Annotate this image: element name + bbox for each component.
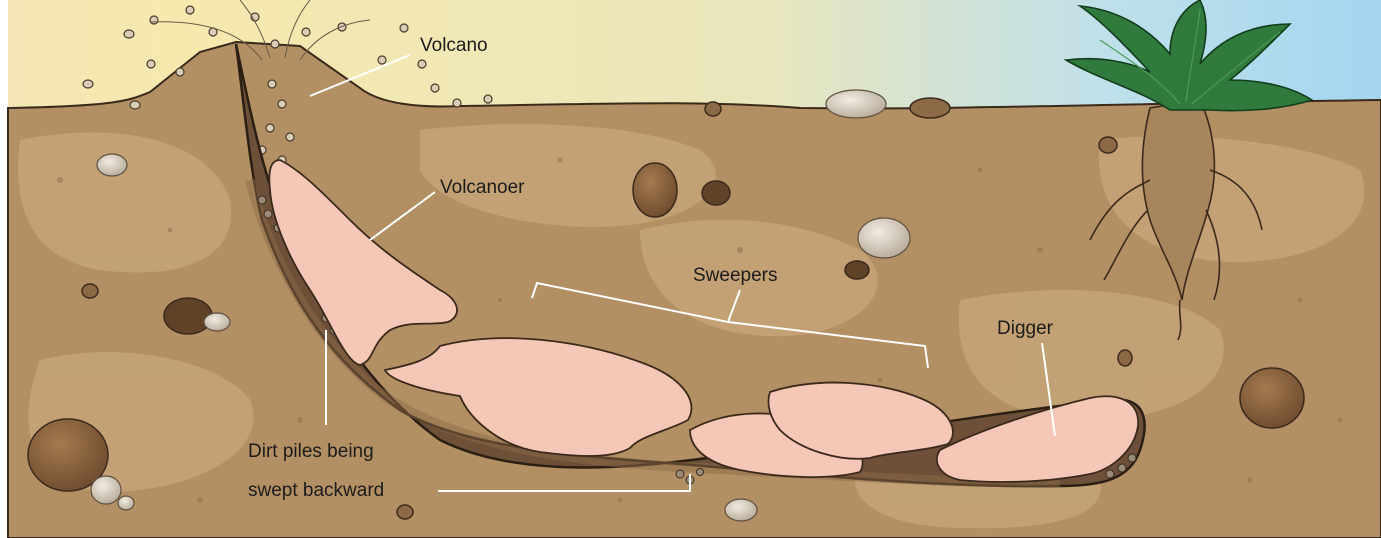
label-dirt-piles-line2: swept backward <box>248 480 384 501</box>
label-dirt-piles-line1: Dirt piles being <box>248 441 374 462</box>
label-volcanoer: Volcanoer <box>440 177 525 198</box>
label-digger: Digger <box>997 318 1054 339</box>
label-volcano: Volcano <box>420 35 488 56</box>
label-sweepers: Sweepers <box>693 265 778 286</box>
